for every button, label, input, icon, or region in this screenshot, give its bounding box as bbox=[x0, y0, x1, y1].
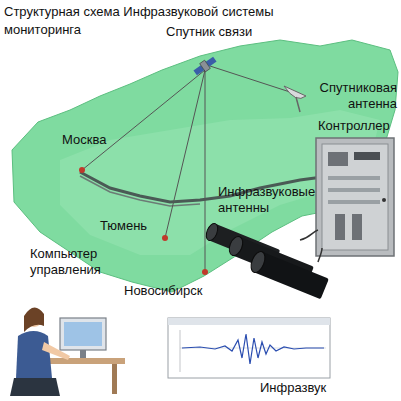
map-label: Новосибирск bbox=[124, 283, 203, 299]
satellite-link bbox=[210, 66, 290, 92]
map-label: Контроллер bbox=[318, 118, 390, 134]
satellite-icon bbox=[192, 55, 217, 77]
controller-cabinet bbox=[316, 138, 394, 256]
map-label: Компьютер управления bbox=[30, 246, 124, 278]
satellite-link bbox=[82, 70, 205, 170]
infrasound-pipes bbox=[204, 222, 329, 299]
city-dot bbox=[162, 235, 168, 241]
map-label: Москва bbox=[62, 132, 106, 148]
city-dot bbox=[202, 269, 208, 275]
map-label: Инфразвук bbox=[260, 380, 326, 396]
wire bbox=[300, 230, 318, 240]
diagram-title: Структурная схема Инфразвуковой системы … bbox=[4, 3, 296, 39]
satellite-link bbox=[165, 70, 205, 238]
wire bbox=[318, 248, 322, 262]
map-region bbox=[12, 40, 398, 292]
operator-figure bbox=[10, 307, 125, 396]
infrasound-chart bbox=[168, 318, 330, 378]
map-label: Тюмень bbox=[100, 218, 147, 234]
map-label: Спутник связи bbox=[166, 24, 252, 40]
satellite-link bbox=[205, 70, 206, 272]
city-dot bbox=[79, 167, 85, 173]
pipeline bbox=[80, 176, 200, 206]
map-label: Инфразвуковые антенны bbox=[218, 184, 330, 216]
satellite-dish bbox=[284, 86, 306, 112]
map-label: Спутниковая антенна bbox=[305, 80, 397, 112]
